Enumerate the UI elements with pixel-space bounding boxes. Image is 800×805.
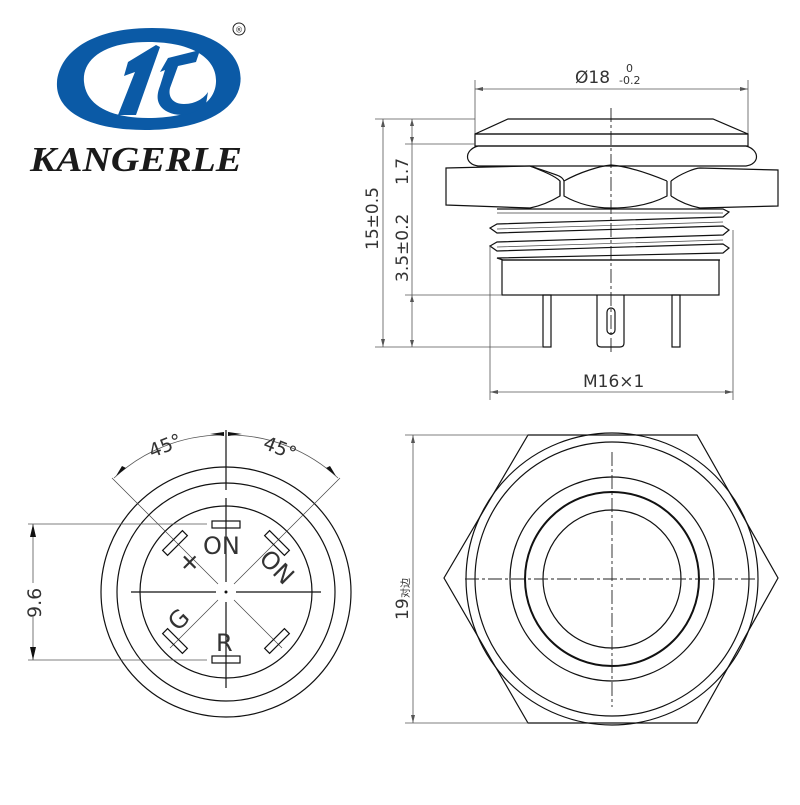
thread-label: M16×1 — [583, 372, 644, 392]
terminal-pad-top-left — [161, 529, 189, 557]
pin-length-label: 3.5±0.2 — [393, 214, 413, 282]
side-view: Ø18 0 -0.2 — [363, 62, 779, 400]
total-height-label: 15±0.5 — [363, 187, 383, 250]
angle-left-label: 45° — [146, 430, 185, 463]
terminal-pad-top — [211, 520, 241, 529]
terminal-pad-top-right — [263, 529, 291, 557]
brand-name: KANGERLE — [29, 140, 242, 179]
diameter-label: Ø18 — [575, 68, 610, 88]
terminal-pad-bottom-right — [263, 627, 291, 655]
pin-spacing-label: 9.6 — [24, 588, 46, 618]
across-flats-note: 对边 — [399, 578, 412, 598]
terminal-pad-bottom — [211, 655, 241, 664]
registered-mark-icon: ® — [232, 22, 246, 36]
terminal-label-bottom-left: G — [162, 603, 195, 636]
front-view: 19 对边 — [393, 432, 779, 726]
svg-text:®: ® — [235, 26, 243, 35]
terminal-pad-bottom-left — [161, 627, 189, 655]
diameter-tol-lower: -0.2 — [619, 74, 640, 87]
terminal-label-bottom: R — [216, 629, 233, 657]
terminal-label-top: ON — [203, 532, 240, 560]
terminal-view: 45° 45° ON ON + G R 9.6 — [24, 430, 352, 718]
logo-emblem-icon — [56, 28, 241, 130]
hex-outline — [443, 434, 779, 724]
across-flats-label: 19 — [393, 598, 413, 620]
terminal-label-top-right: ON — [254, 544, 300, 590]
head-height-label: 1.7 — [393, 158, 413, 185]
angle-right-label: 45° — [260, 432, 299, 465]
brand-logo: ® KANGERLE — [29, 22, 246, 179]
diameter-tol-upper: 0 — [626, 62, 633, 75]
